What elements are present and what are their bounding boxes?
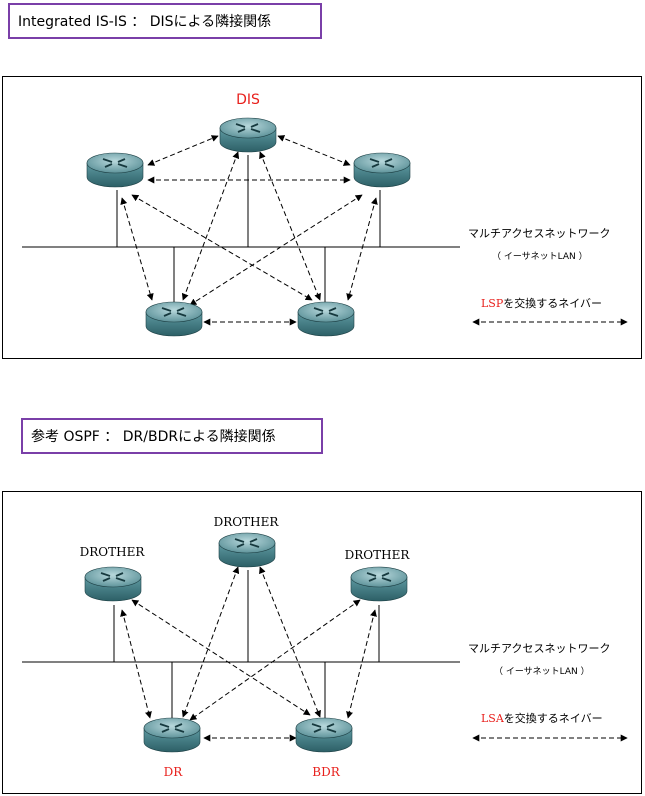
router-icon (297, 301, 355, 337)
legend-label: LSAを交換するネイバー (481, 711, 603, 725)
drother-label-right: DROTHER (345, 548, 411, 562)
bdr-label: BDR (312, 765, 340, 779)
adjacency-arrows (120, 135, 628, 326)
legend-proto: LSP (481, 297, 504, 310)
drother-label-top: DROTHER (214, 515, 280, 529)
section2-title-text: 参考 OSPF ： DR/BDRによる隣接関係 (31, 429, 276, 445)
router-icon (218, 532, 276, 568)
adjacency-arrows (120, 566, 628, 742)
section1-title: Integrated IS-IS ： DISによる隣接関係 (8, 3, 322, 39)
dis-label: DIS (236, 92, 260, 108)
network-label: マルチアクセスネットワーク (468, 227, 610, 240)
drop-lines (116, 155, 381, 304)
legend-label: LSPを交換するネイバー (481, 296, 602, 310)
section1-title-text: Integrated IS-IS ： DISによる隣接関係 (18, 14, 272, 30)
router-icon (86, 152, 144, 188)
router-icon (295, 717, 353, 753)
router-icon (145, 301, 203, 337)
router-icon (353, 152, 411, 188)
network-sublabel: （ イーサネットLAN ） (494, 666, 590, 677)
legend-text: を交換するネイバー (503, 296, 602, 310)
network-sublabel: （ イーサネットLAN ） (492, 251, 588, 262)
legend-proto: LSA (481, 712, 505, 725)
isis-diagram: DIS マルチアクセスネットワーク （ イーサネットLAN ） LSPを交換する… (22, 92, 628, 337)
router-icon (350, 566, 408, 602)
drother-label-left: DROTHER (80, 545, 146, 559)
network-label: マルチアクセスネットワーク (468, 642, 610, 655)
dr-label: DR (164, 765, 184, 779)
drop-lines (113, 570, 380, 720)
ospf-diagram: DROTHER DROTHER DROTHER DR BDR マルチアクセスネッ… (22, 515, 628, 779)
router-icon (219, 117, 277, 153)
legend-text: を交換するネイバー (504, 711, 603, 725)
router-icon (143, 717, 201, 753)
section2-title: 参考 OSPF ： DR/BDRによる隣接関係 (21, 418, 323, 454)
router-icon (84, 566, 142, 602)
